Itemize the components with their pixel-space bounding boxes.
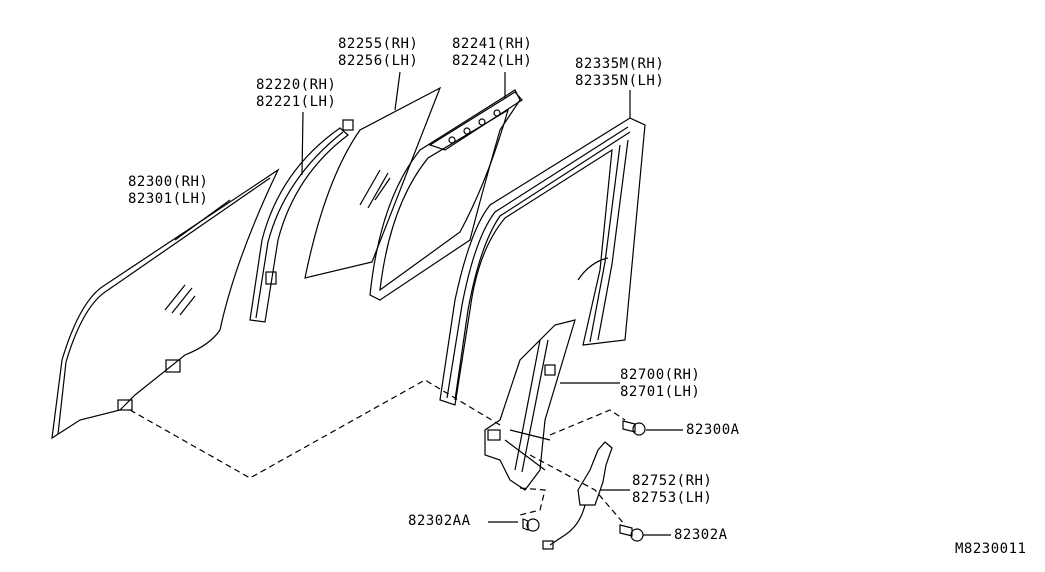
part-number-lh: 82753(LH) <box>632 490 713 506</box>
callout-82302A[interactable]: 82302A <box>674 527 728 543</box>
callout-82302AA[interactable]: 82302AA <box>408 513 471 529</box>
connection-lines <box>129 379 626 526</box>
part-number-lh: 82301(LH) <box>128 191 209 207</box>
part-number-rh: 82700(RH) <box>620 367 701 383</box>
door-glass[interactable] <box>51 168 280 440</box>
part-number-rh: 82335M(RH) <box>575 56 665 72</box>
part-number-lh: 82221(LH) <box>256 94 337 110</box>
window-regulator[interactable] <box>484 319 576 491</box>
callout-82241[interactable]: 82241(RH)82242(LH) <box>452 36 532 70</box>
callout-82255[interactable]: 82255(RH)82256(LH) <box>338 36 418 70</box>
part-number-lh: 82242(LH) <box>452 53 533 69</box>
quarter-glass[interactable] <box>304 86 442 279</box>
bolt-82302A[interactable] <box>619 524 644 542</box>
glass-weatherstrip[interactable] <box>369 89 523 301</box>
regulator-motor[interactable] <box>542 441 613 550</box>
part-number-rh: 82752(RH) <box>632 473 713 489</box>
bolt-82300A[interactable] <box>622 420 646 436</box>
diagram-id: M8230011 <box>955 541 1027 557</box>
part-number-lh: 82256(LH) <box>338 53 419 69</box>
callout-82300A[interactable]: 82300A <box>686 422 740 438</box>
part-number-rh: 82255(RH) <box>338 36 419 52</box>
callout-82335[interactable]: 82335M(RH)82335N(LH) <box>575 56 664 90</box>
part-number-lh: 82335N(LH) <box>575 73 665 89</box>
callout-82220[interactable]: 82220(RH)82221(LH) <box>256 77 336 111</box>
callout-82752[interactable]: 82752(RH)82753(LH) <box>632 473 712 507</box>
leader-82220 <box>301 111 304 176</box>
glass-run-channel[interactable] <box>439 117 646 406</box>
bolt-82302AA[interactable] <box>522 518 540 532</box>
sash[interactable] <box>249 119 354 323</box>
leader-82255 <box>394 71 401 111</box>
part-number-rh: 82241(RH) <box>452 36 533 52</box>
part-number-lh: 82701(LH) <box>620 384 701 400</box>
callout-82700[interactable]: 82700(RH)82701(LH) <box>620 367 700 401</box>
part-number-rh: 82300(RH) <box>128 174 209 190</box>
leader-82300 <box>174 199 231 241</box>
callout-82300[interactable]: 82300(RH)82301(LH) <box>128 174 208 208</box>
part-number-rh: 82220(RH) <box>256 77 337 93</box>
